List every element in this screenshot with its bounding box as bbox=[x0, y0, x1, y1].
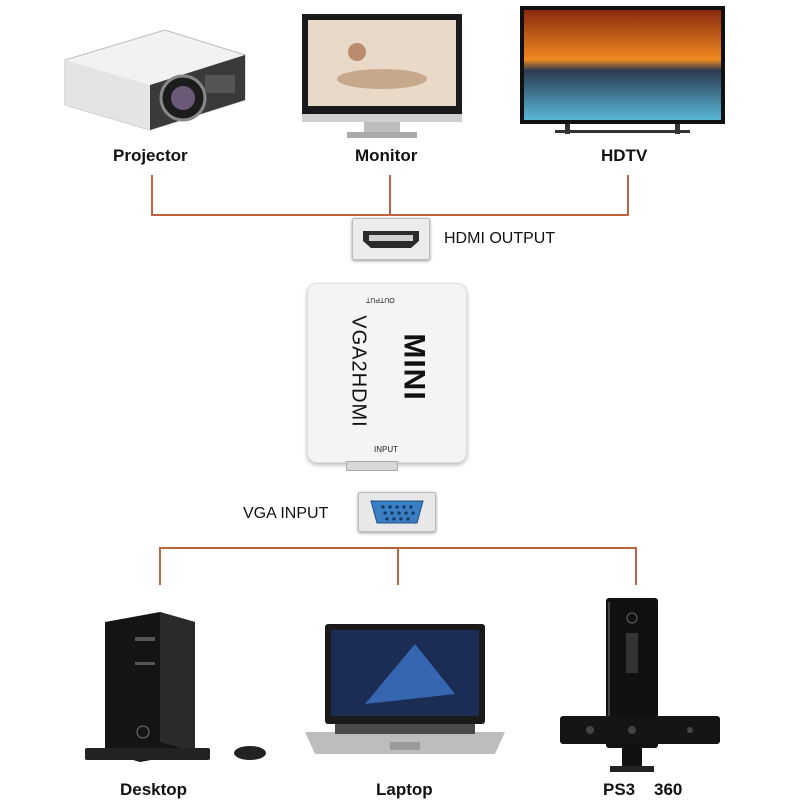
laptop-label: Laptop bbox=[376, 780, 433, 799]
vga-input-label: VGA INPUT bbox=[243, 505, 329, 522]
laptop-icon bbox=[305, 624, 505, 754]
adapter-vga-port bbox=[346, 461, 398, 471]
vga2hdmi-adapter: OUTPUT MINI VGA2HDMI INPUT bbox=[307, 283, 467, 463]
adapter-input-label: INPUT bbox=[374, 445, 398, 454]
adapter-brand-label: MINI bbox=[397, 333, 431, 401]
monitor-label: Monitor bbox=[355, 146, 418, 165]
vga-port-icon bbox=[370, 500, 424, 524]
projector-icon bbox=[64, 29, 246, 131]
console-icon bbox=[560, 598, 720, 772]
hdtv-icon bbox=[520, 6, 725, 134]
projector-label: Projector bbox=[113, 146, 188, 165]
hdtv-label: HDTV bbox=[601, 146, 648, 165]
adapter-model-label: VGA2HDMI bbox=[347, 315, 370, 428]
desktop-label: Desktop bbox=[120, 780, 188, 799]
console-label: PS3 360 bbox=[603, 780, 683, 799]
hdmi-port bbox=[352, 218, 430, 260]
vga-port bbox=[358, 492, 436, 532]
hdmi-output-label: HDMI OUTPUT bbox=[444, 230, 556, 247]
desktop-icon bbox=[85, 612, 266, 762]
monitor-icon bbox=[302, 14, 462, 138]
adapter-output-label: OUTPUT bbox=[366, 296, 395, 303]
hdmi-port-icon bbox=[363, 231, 419, 248]
